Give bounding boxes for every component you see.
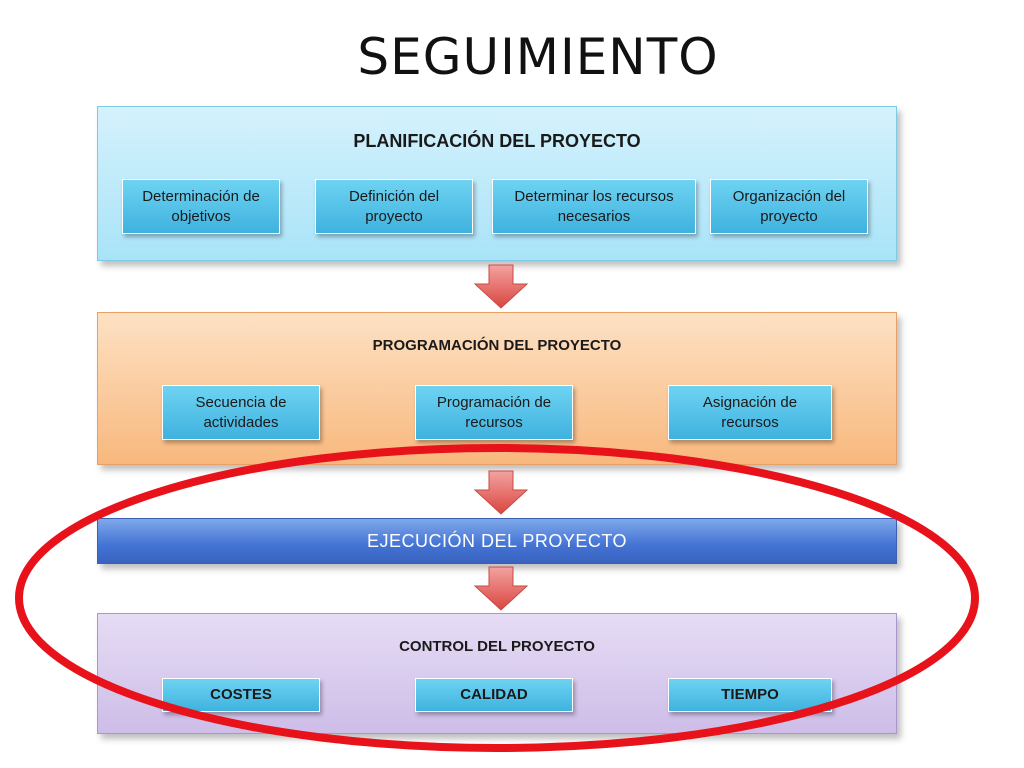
down-arrow-icon bbox=[473, 566, 529, 611]
stage-heading-programacion: PROGRAMACIÓN DEL PROYECTO bbox=[372, 337, 622, 354]
control-box-costes: COSTES bbox=[162, 678, 320, 712]
task-box-recursos: Determinar los recursos necesarios bbox=[492, 179, 696, 234]
stage-ejecucion: EJECUCIÓN DEL PROYECTO bbox=[97, 518, 897, 564]
stage-control: CONTROL DEL PROYECTO COSTES CALIDAD TIEM… bbox=[97, 613, 897, 734]
stage-heading-ejecucion: EJECUCIÓN DEL PROYECTO bbox=[366, 531, 628, 551]
task-box-secuencia: Secuencia de actividades bbox=[162, 385, 320, 440]
control-box-tiempo: TIEMPO bbox=[668, 678, 832, 712]
stage-programacion: PROGRAMACIÓN DEL PROYECTO Secuencia de a… bbox=[97, 312, 897, 465]
task-box-organizacion: Organización del proyecto bbox=[710, 179, 868, 234]
task-box-definicion: Definición del proyecto bbox=[315, 179, 473, 234]
task-box-asignacion: Asignación de recursos bbox=[668, 385, 832, 440]
stage-heading-control: CONTROL DEL PROYECTO bbox=[399, 638, 595, 655]
stage-planificacion: PLANIFICACIÓN DEL PROYECTO Determinación… bbox=[97, 106, 897, 261]
stage-heading-planificacion: PLANIFICACIÓN DEL PROYECTO bbox=[353, 131, 641, 151]
down-arrow-icon bbox=[473, 264, 529, 309]
control-box-calidad: CALIDAD bbox=[415, 678, 573, 712]
down-arrow-icon bbox=[473, 470, 529, 515]
task-box-objetivos: Determinación de objetivos bbox=[122, 179, 280, 234]
page-title: SEGUIMIENTO bbox=[357, 28, 719, 86]
task-box-programacion-recursos: Programación de recursos bbox=[415, 385, 573, 440]
